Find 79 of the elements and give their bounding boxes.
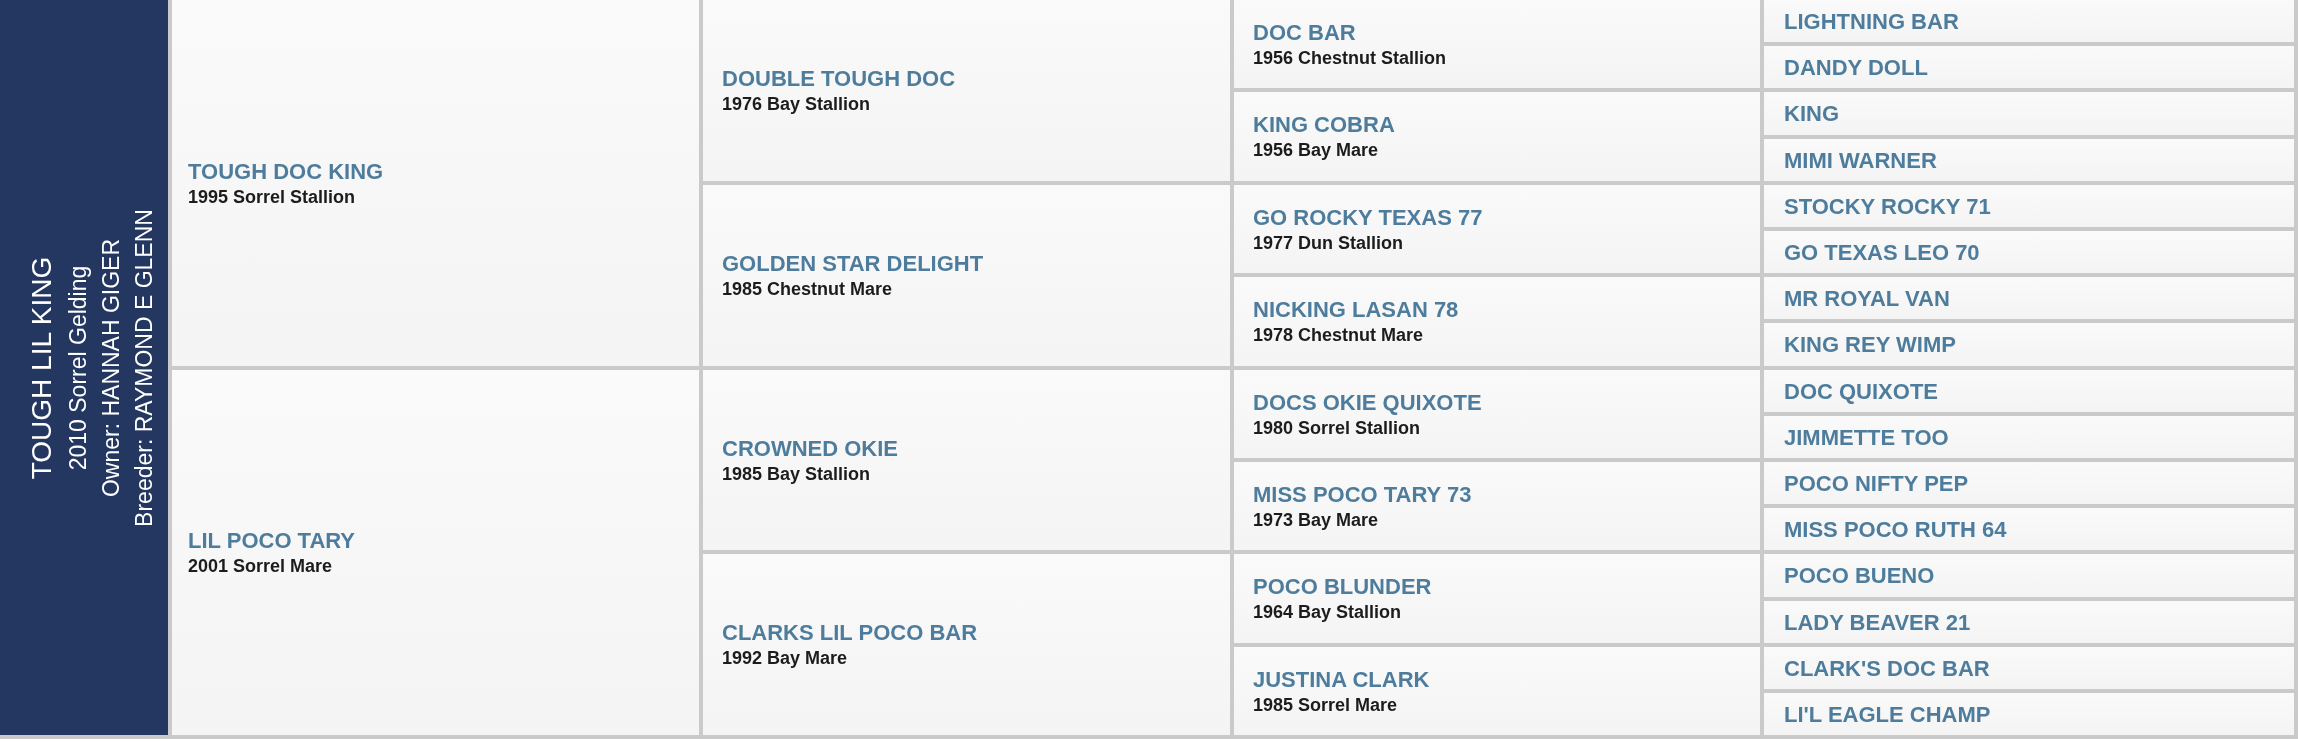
horse-name: JIMMETTE TOO — [1784, 423, 1949, 451]
horse-details: 1995 Sorrel Stallion — [188, 185, 356, 209]
horse-details: 1992 Bay Mare — [722, 647, 848, 670]
horse-name: GOLDEN STAR DELIGHT — [722, 250, 984, 277]
pedigree-cell — [172, 0, 699, 366]
horse-details: 1980 Sorrel Stallion — [1253, 416, 1421, 440]
horse-details: 1956 Bay Mare — [1253, 139, 1379, 162]
horse-name: POCO BUENO — [1784, 562, 1935, 589]
horse-details: 2010 Sorrel Gelding — [63, 265, 92, 470]
horse-details: 1973 Bay Mare — [1253, 508, 1379, 532]
horse-name: LI'L EAGLE CHAMP — [1784, 700, 1991, 728]
pedigree-cell — [1764, 139, 2294, 181]
horse-name: LIGHTNING BAR — [1784, 7, 1959, 35]
horse-name: CROWNED OKIE — [722, 434, 898, 462]
horse-name: CLARKS LIL POCO BAR — [722, 619, 978, 646]
pedigree-cell — [703, 185, 1230, 366]
horse-details: 1978 Chestnut Mare — [1253, 324, 1424, 347]
pedigree-cell — [1234, 554, 1760, 643]
horse-details: 1977 Dun Stallion — [1253, 231, 1404, 255]
pedigree-cell — [1764, 601, 2294, 643]
pedigree-cell — [1764, 416, 2294, 458]
horse-name: LIL POCO TARY — [188, 527, 356, 554]
pedigree-cell — [1764, 46, 2294, 88]
pedigree-cell — [703, 0, 1230, 181]
horse-details: 1985 Bay Stallion — [722, 462, 871, 486]
pedigree-cell — [1764, 647, 2294, 689]
horse-name: POCO BLUNDER — [1253, 573, 1432, 600]
pedigree-cell — [1234, 185, 1760, 273]
pedigree-cell — [1234, 370, 1760, 458]
pedigree-cell — [1764, 462, 2294, 504]
pedigree-cell — [1764, 323, 2294, 366]
horse-details: 2001 Sorrel Mare — [188, 555, 333, 578]
breeder-text: Breeder: RAYMOND E GLENN — [129, 208, 158, 527]
horse-name: KING — [1784, 100, 1839, 127]
pedigree-cell — [1234, 277, 1760, 366]
pedigree-cell — [1764, 231, 2294, 273]
horse-name: DOC QUIXOTE — [1784, 377, 1938, 405]
pedigree-cell — [1764, 554, 2294, 597]
horse-name: DANDY DOLL — [1784, 53, 1928, 81]
horse-name: KING COBRA — [1253, 111, 1395, 138]
horse-name: POCO NIFTY PEP — [1784, 469, 1969, 497]
horse-name: MISS POCO TARY 73 — [1253, 480, 1472, 508]
horse-name: KING REY WIMP — [1784, 331, 1956, 358]
horse-name: LADY BEAVER 21 — [1784, 608, 1971, 636]
pedigree-cell — [1234, 0, 1760, 88]
pedigree-cell — [172, 370, 699, 735]
horse-details: 1985 Sorrel Mare — [1253, 693, 1398, 717]
horse-name: MR ROYAL VAN — [1784, 284, 1950, 312]
horse-name: GO ROCKY TEXAS 77 — [1253, 203, 1483, 231]
horse-details: 1976 Bay Stallion — [722, 93, 871, 116]
horse-name: JUSTINA CLARK — [1253, 665, 1430, 693]
pedigree-cell — [1764, 693, 2294, 735]
pedigree-cell — [703, 370, 1230, 550]
horse-name: STOCKY ROCKY 71 — [1784, 192, 1991, 220]
subject-panel — [0, 0, 168, 735]
horse-name: CLARK'S DOC BAR — [1784, 654, 1990, 682]
pedigree-cell — [1234, 92, 1760, 181]
horse-name: NICKING LASAN 78 — [1253, 296, 1459, 323]
pedigree-cell — [1764, 277, 2294, 319]
pedigree-cell — [1764, 185, 2294, 227]
horse-name: MIMI WARNER — [1784, 146, 1937, 174]
pedigree-cell — [703, 554, 1230, 735]
horse-name: DOC BAR — [1253, 18, 1356, 46]
horse-name: TOUGH DOC KING — [188, 157, 384, 185]
horse-details: 1985 Chestnut Mare — [722, 278, 893, 301]
horse-details: 1964 Bay Stallion — [1253, 601, 1402, 624]
pedigree-cell — [1234, 647, 1760, 735]
horse-name: GO TEXAS LEO 70 — [1784, 238, 1980, 266]
pedigree-cell — [1764, 92, 2294, 135]
horse-name: MISS POCO RUTH 64 — [1784, 515, 2007, 543]
pedigree-cell — [1764, 370, 2294, 412]
horse-details: 1956 Chestnut Stallion — [1253, 46, 1447, 70]
pedigree-cell — [1764, 508, 2294, 550]
owner-text: Owner: HANNAH GIGER — [96, 238, 125, 497]
horse-name: DOCS OKIE QUIXOTE — [1253, 388, 1482, 416]
pedigree-cell — [1764, 0, 2294, 42]
horse-name: DOUBLE TOUGH DOC — [722, 65, 956, 92]
horse-name: TOUGH LIL KING — [24, 256, 58, 479]
pedigree-cell — [1234, 462, 1760, 550]
